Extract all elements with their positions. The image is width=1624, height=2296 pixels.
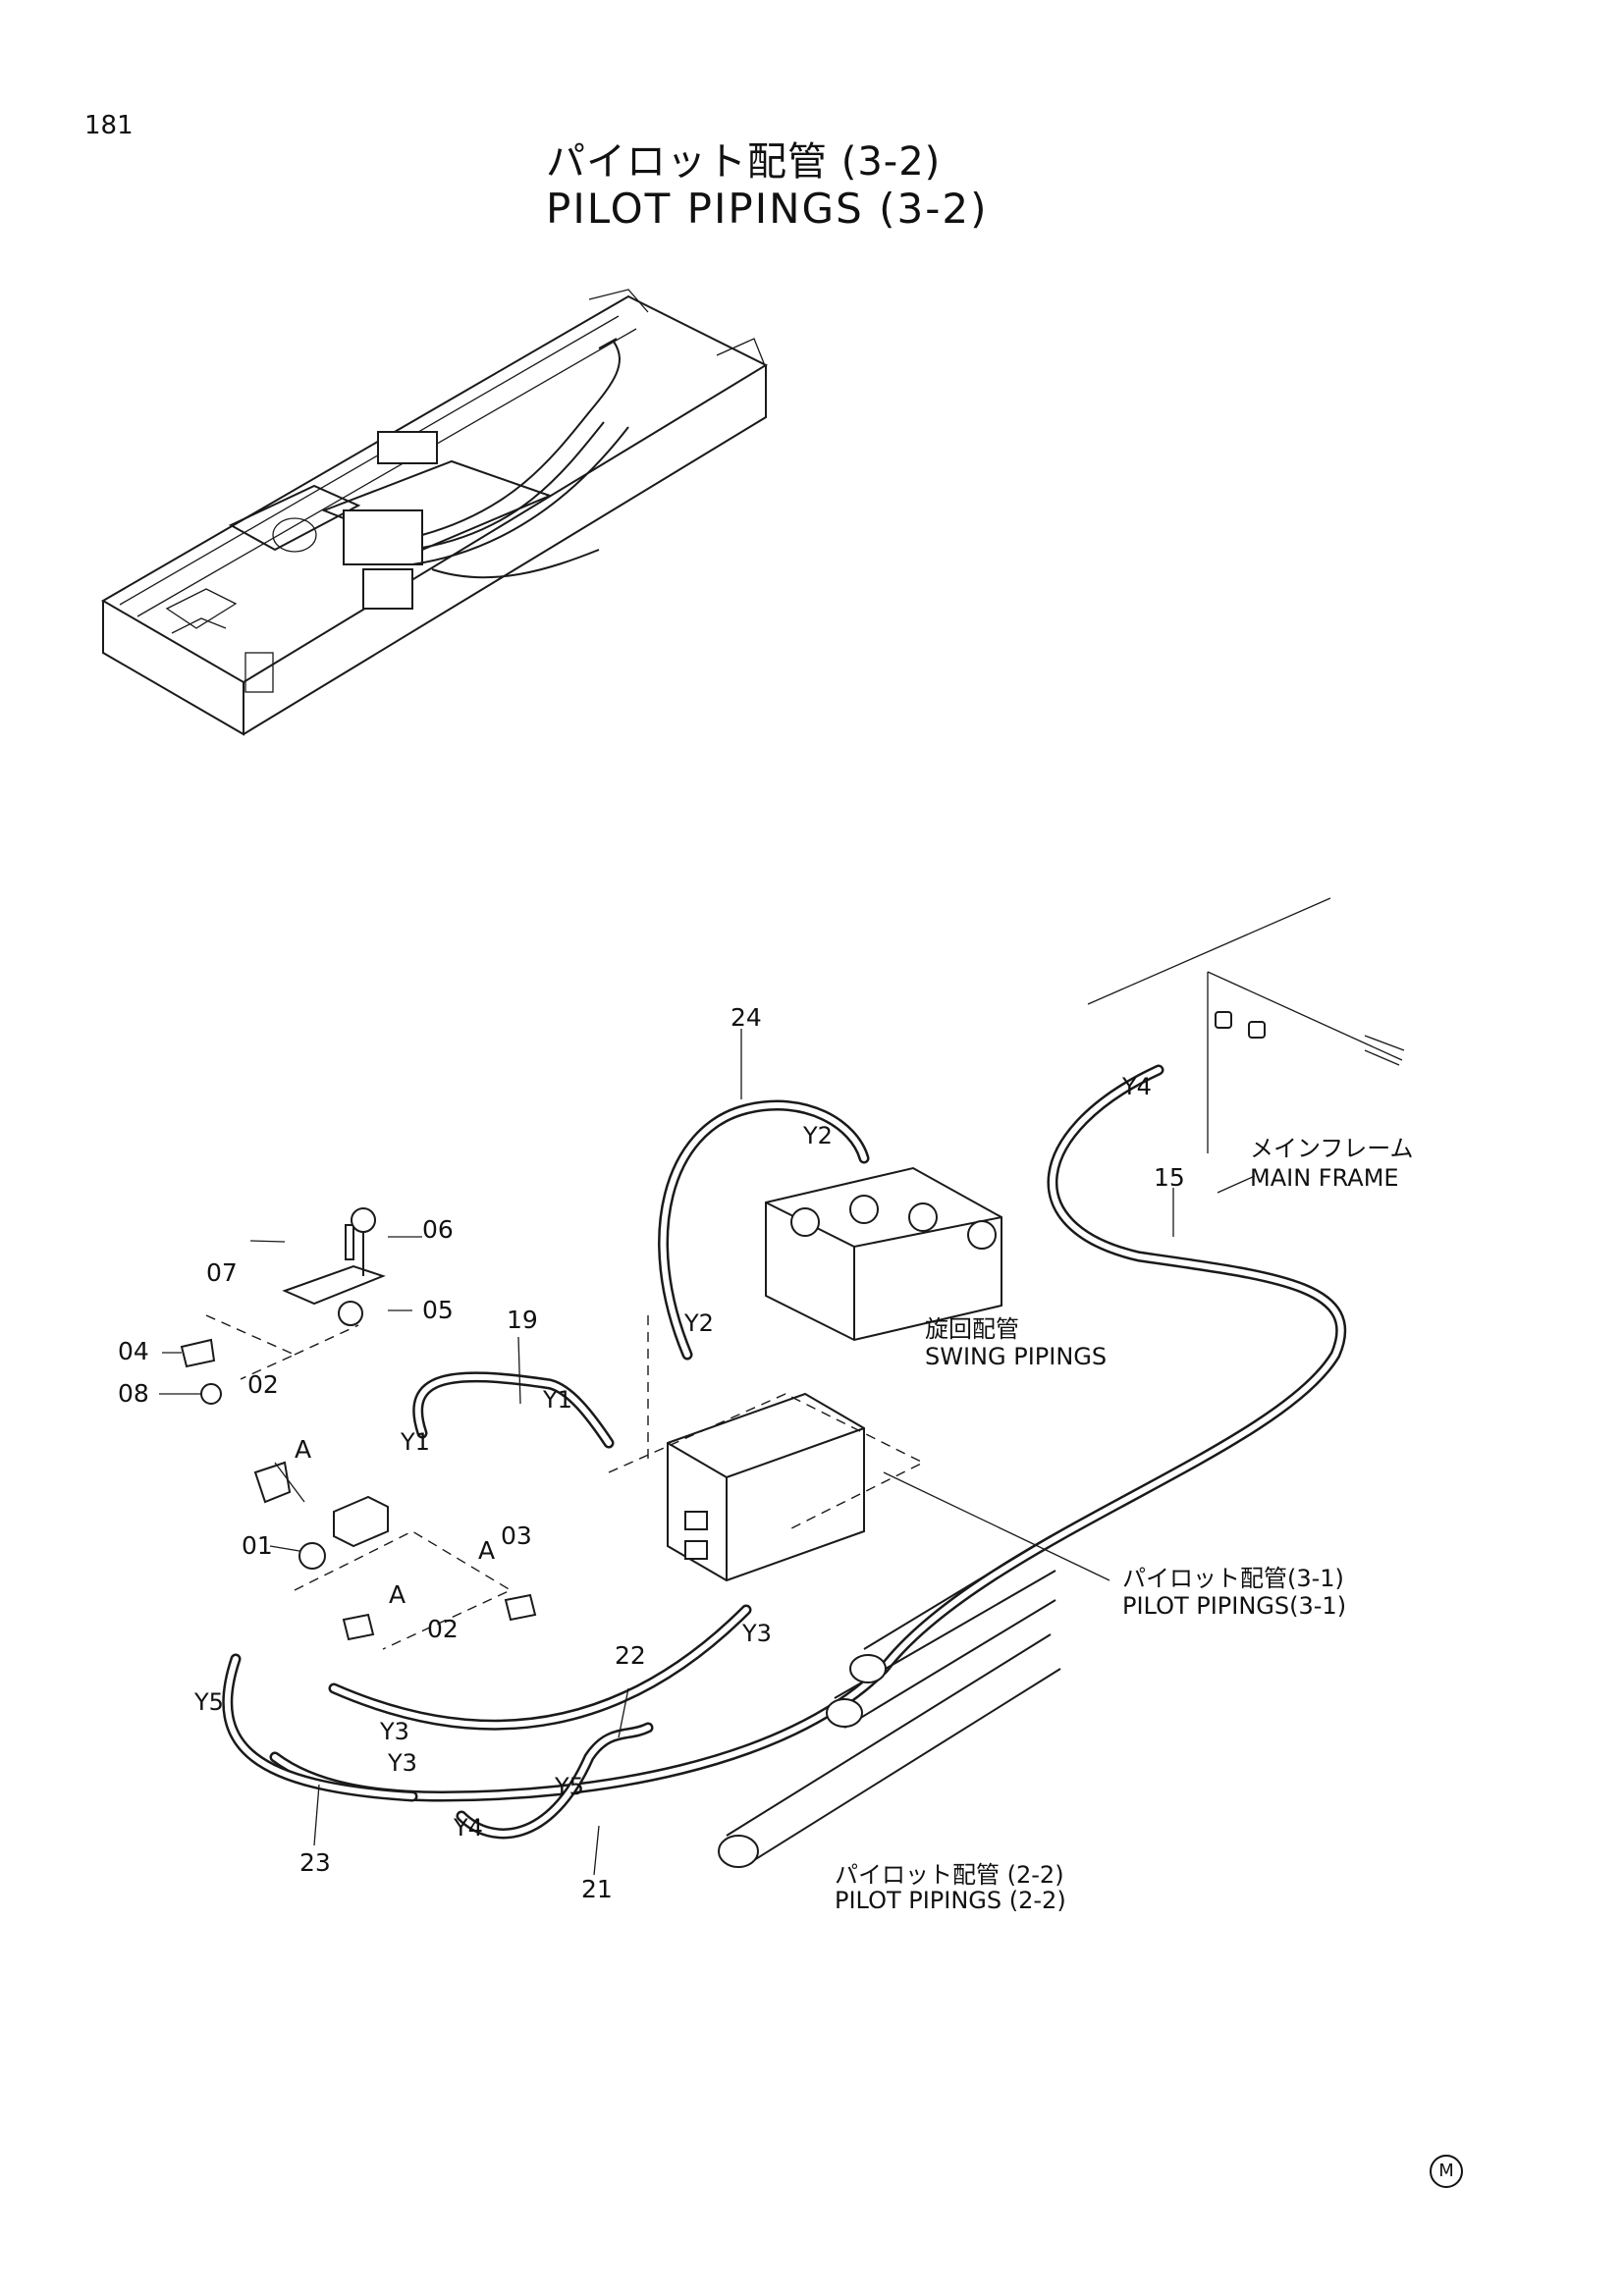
callout-04: 04 xyxy=(118,1337,149,1365)
callout-02-lower: 02 xyxy=(427,1615,459,1643)
callout-19: 19 xyxy=(507,1306,538,1334)
main-frame xyxy=(1087,897,1405,1153)
main-frame-label-en: MAIN FRAME xyxy=(1250,1164,1399,1192)
joint-label-y1-right: Y1 xyxy=(543,1386,572,1414)
callout-08: 08 xyxy=(118,1379,149,1408)
pilot-pipings-3-1-label-en: PILOT PIPINGS(3-1) xyxy=(1122,1592,1347,1620)
joint-label-y5-right: Y5 xyxy=(555,1773,584,1800)
joint-label-a-2: A xyxy=(478,1536,496,1565)
pilot-pipings-2-2-label-jp: パイロット配管 (2-2) xyxy=(835,1861,1064,1889)
joint-label-y2-mid: Y2 xyxy=(684,1309,714,1337)
callout-01: 01 xyxy=(242,1531,273,1560)
hoses xyxy=(222,1064,1347,1840)
machine-frame-overview xyxy=(101,289,769,736)
joint-label-y3-lower: Y3 xyxy=(388,1749,417,1777)
callout-21: 21 xyxy=(581,1875,613,1903)
pilot-pipings-2-2-label-en: PILOT PIPINGS (2-2) xyxy=(835,1887,1066,1914)
pilot-pipings-3-1-label-jp: パイロット配管(3-1) xyxy=(1122,1565,1344,1592)
callout-15: 15 xyxy=(1154,1163,1185,1192)
callout-07: 07 xyxy=(206,1258,238,1287)
reference-boxes xyxy=(205,1314,925,1650)
joint-label-y4-bottom: Y4 xyxy=(454,1814,483,1842)
joint-label-y1-left: Y1 xyxy=(401,1428,430,1456)
joint-label-a-3: A xyxy=(389,1580,406,1609)
callout-23: 23 xyxy=(299,1848,331,1877)
joint-label-y3-upper: Y3 xyxy=(742,1620,772,1647)
bracket-assembly xyxy=(180,1207,537,1641)
valve-block xyxy=(667,1166,1002,1582)
leader-lines xyxy=(159,1029,1256,1876)
pilot-tubes-2-2 xyxy=(718,1535,1061,1868)
callout-22: 22 xyxy=(615,1641,646,1670)
page-title-english: PILOT PIPINGS (3-2) xyxy=(546,185,989,233)
callout-06: 06 xyxy=(422,1215,454,1244)
joint-label-y5-left: Y5 xyxy=(194,1688,224,1716)
callout-03: 03 xyxy=(501,1522,532,1550)
callout-05: 05 xyxy=(422,1296,454,1324)
callout-24: 24 xyxy=(731,1003,762,1032)
manufacturer-mark: M xyxy=(1430,2155,1463,2188)
page-title-japanese: パイロット配管 (3-2) xyxy=(546,139,942,185)
page-number: 181 xyxy=(84,111,134,140)
main-frame-label-jp: メインフレーム xyxy=(1250,1135,1414,1162)
callout-02-upper: 02 xyxy=(247,1370,279,1399)
swing-pipings-label-en: SWING PIPINGS xyxy=(925,1343,1108,1370)
joint-label-y4-top: Y4 xyxy=(1122,1073,1152,1100)
swing-pipings-label-jp: 旋回配管 xyxy=(925,1315,1019,1343)
joint-label-y2-top: Y2 xyxy=(803,1122,833,1149)
joint-label-a-1: A xyxy=(295,1435,312,1464)
joint-label-y3-left: Y3 xyxy=(380,1718,409,1745)
